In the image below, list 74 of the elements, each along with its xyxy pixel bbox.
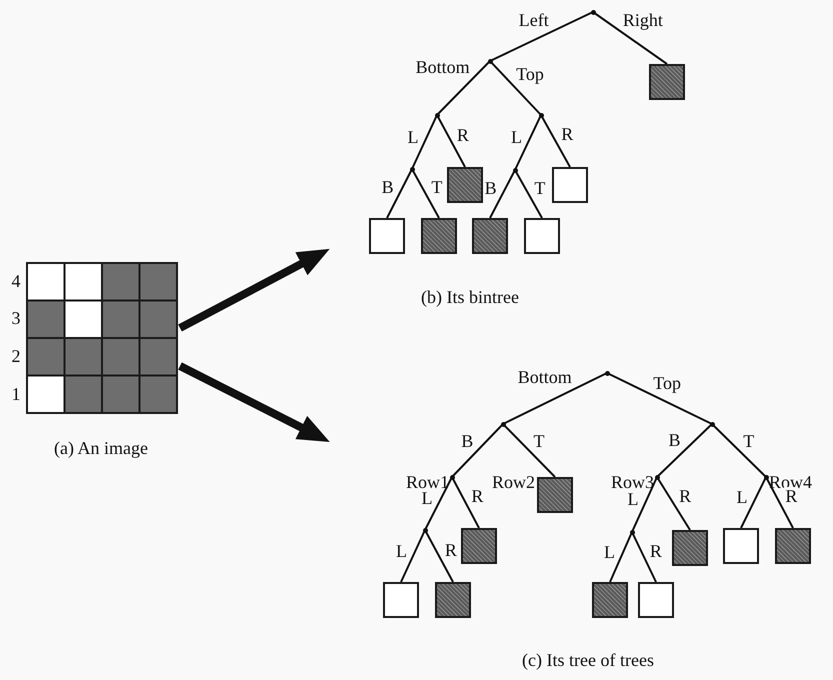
edge-label: Top xyxy=(515,65,545,84)
tree-branch xyxy=(514,170,543,218)
tree-branch xyxy=(514,114,542,170)
row-number: 3 xyxy=(12,308,20,328)
leaf-square xyxy=(472,218,508,254)
branch-point xyxy=(630,530,634,534)
edge-label: Bottom xyxy=(414,58,471,76)
tree-branch xyxy=(609,532,633,582)
tree-branch xyxy=(656,423,713,478)
leaf-square xyxy=(447,167,483,203)
row-label: Row2 xyxy=(492,472,535,492)
branch-point xyxy=(604,370,610,376)
subfigure-label: (b) Its bintree xyxy=(421,287,519,307)
tree-branch xyxy=(711,423,767,478)
tree-branch xyxy=(540,114,571,168)
edge-label: Right xyxy=(622,10,664,29)
arrow xyxy=(178,362,330,442)
branch-point xyxy=(422,528,428,532)
branch-point xyxy=(512,168,518,172)
leaf-square xyxy=(421,218,457,254)
tree-branch xyxy=(489,170,516,218)
tree-branch xyxy=(400,530,426,582)
leaf-square xyxy=(638,582,674,618)
tree-branch xyxy=(436,60,491,116)
arrow xyxy=(178,248,330,332)
leaf-square xyxy=(672,530,708,566)
tree-branch xyxy=(606,372,712,425)
leaf-square xyxy=(552,167,588,203)
leaf-square xyxy=(649,64,685,100)
tree-branch xyxy=(631,476,658,532)
subfigure-label: (a) An image xyxy=(54,438,148,458)
branch-point xyxy=(590,10,596,14)
leaf-square xyxy=(524,218,560,254)
tree-branch xyxy=(765,476,794,528)
tree-branch xyxy=(489,60,542,116)
tree-branch xyxy=(424,476,453,530)
leaf-square xyxy=(775,528,811,564)
row-label: Row3 xyxy=(610,472,654,492)
tree-branch xyxy=(451,476,480,528)
tree-branch xyxy=(424,530,454,582)
branch-point xyxy=(488,58,492,64)
branch-point xyxy=(500,422,506,426)
tree-branch xyxy=(411,168,440,218)
leaf-square xyxy=(369,218,405,254)
pixel-grid-drawing xyxy=(26,262,178,414)
row-number: 4 xyxy=(12,271,20,291)
branch-point xyxy=(410,166,414,172)
edge-label: Bottom xyxy=(516,368,573,386)
branch-point xyxy=(654,474,660,480)
tree-branch xyxy=(411,114,438,170)
leaf-square xyxy=(723,528,759,564)
branch-point xyxy=(434,112,440,118)
tree-branch xyxy=(592,11,668,65)
tree-branch xyxy=(386,168,413,218)
edge-label: Left xyxy=(518,11,550,30)
leaf-square xyxy=(592,582,628,618)
branch-point xyxy=(450,474,454,480)
branch-point xyxy=(710,422,714,426)
row-number: 1 xyxy=(12,384,20,404)
leaf-square xyxy=(537,477,573,513)
branch-point xyxy=(764,474,768,480)
leaf-square xyxy=(383,582,419,618)
tree-branch xyxy=(502,423,556,478)
tree-branch xyxy=(490,11,594,62)
leaf-square xyxy=(435,582,471,618)
tree-branch xyxy=(740,476,767,528)
branch-point xyxy=(538,112,544,118)
tree-branch xyxy=(631,532,657,582)
tree-branch xyxy=(502,372,608,425)
tree-branch xyxy=(436,114,466,168)
tree-branch xyxy=(451,423,504,478)
subfigure-label: (c) Its tree of trees xyxy=(522,650,654,670)
leaf-square xyxy=(461,528,497,564)
row-number: 2 xyxy=(12,346,20,366)
